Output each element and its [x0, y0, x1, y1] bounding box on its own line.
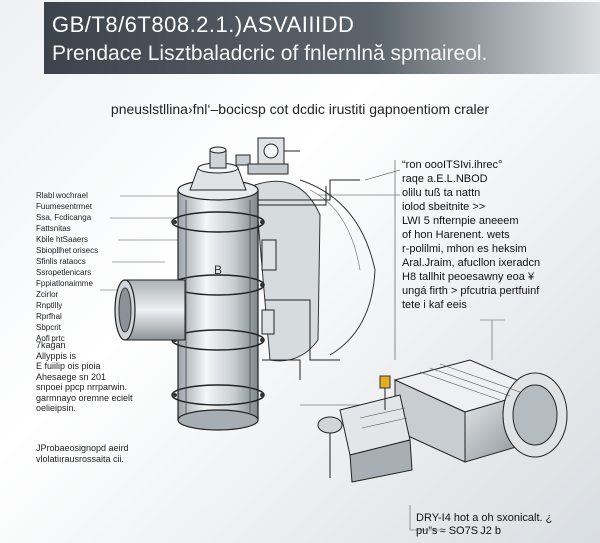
bottom-note: DRY-I4 hot a oh sxonicalt. ¿ pu”s ≈ SO7S… [416, 512, 600, 538]
left-paragraph-line: snpoei ppcp nrrparwin. [36, 382, 128, 392]
drive-unit-details [359, 319, 521, 531]
drawing-title: GB/T8/6T808.2.1.)ASVAIIIDD [52, 12, 355, 37]
annotation-line: H8 tallhit peoesawny eoa ¥ [402, 271, 535, 283]
left-label: Ssa, Fcdicanga [36, 213, 92, 222]
drawing-subtitle: Prendace Lisztbaladcric of fnlernlnă spm… [52, 42, 488, 65]
left-label: Fuumesentrmet [36, 202, 93, 211]
left-label: Rprfhal [36, 312, 62, 321]
left-footer-line: vlolatiırausrossaita cii. [36, 454, 125, 464]
left-label: Aofl prtc [36, 334, 65, 343]
annotation-line: tete i kaf eeis [402, 299, 467, 311]
left-paragraph-line: Allyppis is [36, 350, 77, 361]
annotation-line: Aral.Jraim, afucllon ixeradcn [402, 257, 541, 269]
left-paragraph-line: Ahesaege sn 201 [36, 371, 107, 382]
bottom-note-line: pu”s ≈ SO7S J2 b [416, 525, 502, 537]
left-footer-line: JProbaeosignopd aeird [36, 443, 129, 453]
drawing-label-b: B [214, 263, 222, 277]
left-paragraph-line: garmnayo oremne ecielt [36, 392, 133, 403]
diagram-caption: pneuslstllina›fnl‘–bocicsp cot dcdic iru… [110, 101, 490, 117]
annotation-line: LWI 5 nfternpie aneeem [402, 215, 519, 227]
annotation-line: iolod sbeitnite >> [402, 201, 486, 213]
left-paragraph-line: E fuiilip ois pioia [36, 361, 101, 371]
drive-unit [317, 359, 568, 483]
right-annotation: “ron oooITSIvi.ihrec° raqe a.E.L.NBOD ol… [402, 158, 597, 312]
left-label: Ssropetlenicars [36, 268, 92, 277]
annotation-line: raqe a.E.L.NBOD [402, 173, 488, 185]
annotation-line: “ron oooITSIvi.ihrec° [402, 159, 503, 171]
inlet-pipe [114, 279, 186, 341]
top-cap [189, 146, 251, 191]
annotation-line: r-polilmi, mhon es heksim [402, 243, 527, 255]
annotation-line: of hon Harenent. wets [402, 229, 510, 241]
left-label: Fppiatlonaimme [36, 279, 93, 288]
left-label: Fattsnitas [36, 224, 71, 233]
bottom-note-line: DRY-I4 hot a oh sxonicalt. ¿ [416, 512, 553, 524]
left-label: Rnptllly [36, 301, 63, 310]
left-label: Sbpcrit [36, 323, 61, 332]
left-label-list: Rlabl wochrael Fuumesentrmet Ssa, Fcdica… [36, 190, 156, 344]
left-label: Rlabl wochrael [36, 191, 88, 200]
left-paragraph: 7kagan Allyppis is E fuiilip ois pioia A… [36, 340, 166, 414]
main-cylinder [171, 179, 265, 431]
annotation-line: olilu tuß ta nattn [402, 187, 481, 199]
annotation-line: ungá firth > pfcutria pertfuinf [402, 285, 540, 297]
valve-assembly [247, 137, 300, 175]
left-footer: JProbaeosignopd aeird vlolatiırausrossai… [36, 443, 186, 465]
title-banner [44, 2, 600, 74]
left-label: Sfinlis rataocs [36, 257, 86, 266]
left-label: Kbile htSaaers [36, 235, 89, 244]
left-paragraph-line: 7kagan [36, 340, 66, 350]
pipework [258, 179, 360, 380]
left-label: Sbiopllhet orisecs [36, 246, 99, 255]
left-paragraph-line: oelieipsin. [36, 403, 77, 413]
left-label: Zcirlor [36, 290, 59, 299]
